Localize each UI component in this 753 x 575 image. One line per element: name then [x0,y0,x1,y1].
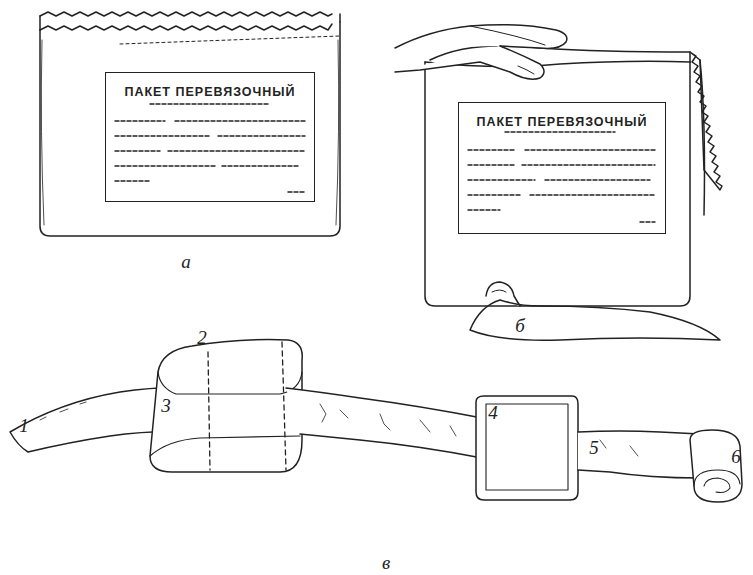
callout-number: 6 [731,446,741,468]
package-closed [40,12,340,236]
callout-number: 3 [161,395,171,417]
package-label-box: ПАКЕТ ПЕРЕВЯЗОЧНЫЙ [105,72,315,202]
callout-number: 1 [19,415,29,437]
callout-number: 4 [488,402,498,424]
package-title: ПАКЕТ ПЕРЕВЯЗОЧНЫЙ [459,103,665,129]
bandage [10,340,742,502]
figure-letter: а [181,251,191,273]
figure-letter: б [515,315,525,337]
package-opened [395,25,722,341]
callout-number: 5 [589,437,599,459]
callout-number: 2 [197,327,207,349]
package-title: ПАКЕТ ПЕРЕВЯЗОЧНЫЙ [106,73,314,99]
package-label-box: ПАКЕТ ПЕРЕВЯЗОЧНЫЙ [458,102,666,234]
figure-letter: в [382,552,390,574]
